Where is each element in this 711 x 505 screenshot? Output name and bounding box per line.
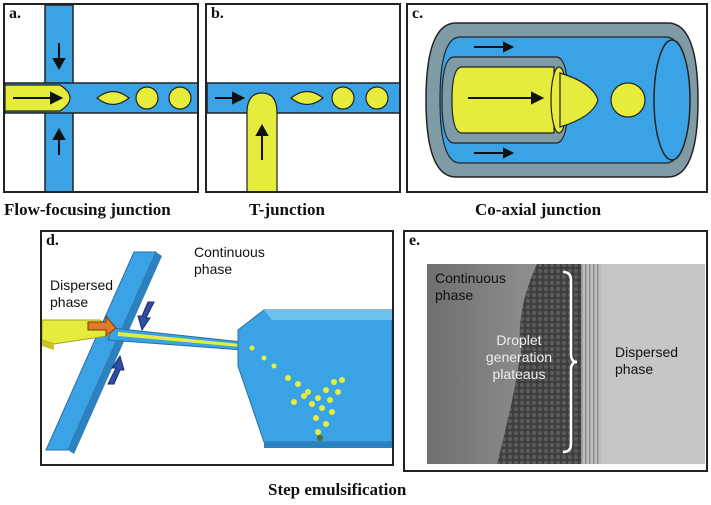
continuous-phase-label: Continuous phase [435, 270, 506, 304]
droplet [331, 86, 355, 110]
panel-label: c. [412, 5, 424, 22]
caption-t-junction: T-junction [249, 200, 325, 219]
label-line: Dispersed [615, 344, 679, 360]
panel-b-t-junction: b. [205, 3, 401, 193]
label-line: generation [485, 349, 553, 365]
coaxial-diagram [425, 22, 699, 178]
label-line: Dispersed [50, 277, 114, 293]
label-line: phase [194, 261, 233, 277]
label-line: plateaus [492, 366, 546, 382]
droplet [290, 90, 324, 106]
panel-e-micrograph: e. Continuous phase Droplet generation p… [403, 230, 708, 472]
arrow-right-icon [50, 91, 64, 105]
step-comb [581, 264, 601, 464]
droplet-generation-label: Droplet generation plateaus [477, 332, 561, 383]
label-line: Continuous [435, 270, 506, 286]
micrograph [427, 264, 705, 464]
continuous-phase-label: Continuous phase [194, 244, 265, 278]
panel-d-step-emulsification: d. Continuous phase Dispersed phase [40, 230, 394, 466]
panel-c-coaxial: c. [406, 3, 708, 193]
panel-a-flow-focusing: a. [3, 3, 199, 193]
label-line: phase [50, 294, 89, 310]
label-line: Droplet [496, 332, 542, 348]
droplet [365, 86, 389, 110]
label-line: phase [435, 287, 474, 303]
panel-label: d. [46, 232, 59, 249]
flow-focusing-diagram [5, 5, 197, 191]
outer-tube-end [653, 39, 691, 161]
label-line: Continuous [194, 244, 265, 260]
panel-label: b. [211, 5, 224, 22]
arrow-up-icon [255, 123, 269, 136]
droplet [610, 82, 646, 118]
arrow-down-icon [52, 58, 66, 71]
dispersed-tip [559, 72, 599, 128]
dispersed-core [451, 66, 555, 134]
panel-label: e. [409, 232, 421, 249]
arrow-right-icon [503, 147, 515, 159]
panel-label: a. [9, 5, 21, 22]
caption-flow-focusing: Flow-focusing junction [4, 200, 171, 219]
bracket [562, 270, 578, 454]
arrow-up-icon [107, 354, 125, 385]
label-line: phase [615, 361, 654, 377]
droplets [249, 345, 345, 435]
droplet [96, 90, 130, 106]
droplet [135, 86, 159, 110]
dispersed-phase-label: Dispersed phase [615, 344, 678, 378]
dispersed-region [601, 264, 705, 464]
step-emulsification-device [42, 251, 392, 454]
caption-coaxial: Co-axial junction [475, 200, 602, 219]
arrow-right-icon [87, 314, 117, 338]
droplet [168, 86, 192, 110]
arrow-right-icon [503, 41, 515, 53]
arrow-up-icon [52, 127, 66, 140]
arrow-right-icon [531, 91, 545, 105]
droplet-plateau [497, 264, 581, 464]
t-junction-diagram [207, 82, 399, 191]
caption-step-emulsification: Step emulsification [268, 480, 407, 499]
arrow-down-icon [137, 301, 155, 332]
dispersed-phase-label: Dispersed phase [50, 277, 113, 311]
arrow-right-icon [232, 91, 246, 105]
